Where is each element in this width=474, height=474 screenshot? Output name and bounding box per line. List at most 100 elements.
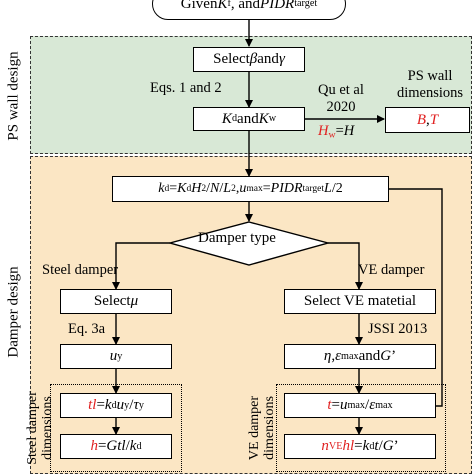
ve-dims-label: VE damper dimensions <box>247 396 277 460</box>
ps-dims-box: B, T <box>385 107 470 133</box>
t-slash: / <box>365 397 370 413</box>
f-eq1: = <box>169 181 178 196</box>
hw-sub: w <box>328 129 336 141</box>
uy-u: u <box>109 348 118 364</box>
qu-reference: Qu et al 2020 <box>318 82 364 116</box>
tl-k: k <box>104 397 112 413</box>
f-L2: L <box>324 181 332 196</box>
nve-hl: hl <box>342 438 355 454</box>
hw-eq: = <box>335 123 344 139</box>
f-pidr: PIDR <box>270 181 303 196</box>
h-eq: = <box>97 438 107 454</box>
t-eps: ε <box>369 397 376 413</box>
ps-dim-sep: , <box>426 111 430 128</box>
f-K: K <box>177 181 187 196</box>
start-prefix: Given <box>180 0 218 12</box>
ve-damper-label: VE damper <box>358 262 425 278</box>
h-k: k <box>129 438 137 454</box>
eta-and: and <box>358 348 381 364</box>
gamma-symbol: γ <box>278 51 285 67</box>
steel-dims-line2: dimensions <box>40 396 55 460</box>
select-beta-prefix: Select <box>213 51 250 67</box>
select-ve-material-box: Select VE matetial <box>284 289 436 314</box>
kd-kw-and: and <box>237 110 259 127</box>
eps-symbol: ε <box>335 348 342 364</box>
nve-g-prime: ’ <box>393 438 399 454</box>
t-eq: = <box>331 397 340 413</box>
f-tail: /2 <box>331 181 343 196</box>
jssi-label: JSSI 2013 <box>368 321 428 337</box>
qu-line1: Qu et al <box>318 82 364 98</box>
tl-u: u <box>116 397 125 413</box>
nve-k: k <box>362 438 370 454</box>
ve-dims-group <box>276 384 446 472</box>
f-N: N <box>210 181 220 196</box>
start-k: K <box>217 0 228 12</box>
nve-t: t <box>374 438 379 454</box>
eqs-label: Eqs. 1 and 2 <box>150 80 222 96</box>
eta-comma: , <box>331 348 336 364</box>
g-symbol: G <box>380 348 392 364</box>
nve-slash: / <box>378 438 383 454</box>
select-mu-prefix: Select <box>93 293 131 309</box>
steel-dims-line1: Steel damper <box>25 391 40 465</box>
h-lhs: h <box>90 438 98 454</box>
steel-dims-group <box>50 384 182 472</box>
select-beta-gamma-box: Select β and γ <box>193 47 305 72</box>
f-slash2: / <box>219 181 224 196</box>
ps-dim-b: B <box>416 111 427 128</box>
hw-h: H <box>318 123 329 139</box>
arrow-decision-to-select-mu <box>112 242 170 290</box>
f-slash1: / <box>206 181 211 196</box>
eta-symbol: η <box>323 348 332 364</box>
eq3a-label: Eq. 3a <box>68 321 106 337</box>
ps-dim-t: T <box>429 111 439 128</box>
steel-dims-label: Steel damper dimensions <box>25 391 55 464</box>
nve-n: n <box>321 438 329 454</box>
f-u: u <box>239 181 247 196</box>
steel-damper-label: Steel damper <box>42 262 119 278</box>
ve-dims-line1: VE damper <box>247 395 262 461</box>
select-beta-and: and <box>257 51 279 67</box>
select-mu-box: Select μ <box>60 289 172 314</box>
beta-symbol: β <box>249 51 258 67</box>
tl-eq: = <box>96 397 105 413</box>
nve-g: G <box>382 438 394 454</box>
arrow-decision-to-select-ve <box>328 242 363 290</box>
hw-rhs: H <box>343 123 355 139</box>
qu-line2: 2020 <box>326 99 356 115</box>
start-pidr: PIDR <box>260 0 295 12</box>
f-comma: , <box>235 181 240 196</box>
decision-diamond-shape <box>167 221 331 266</box>
damper-design-panel <box>30 156 472 474</box>
kw-k: K <box>258 110 269 127</box>
kd-k: K <box>221 110 232 127</box>
start-mid: , and <box>230 0 261 12</box>
ve-dims-line2: dimensions <box>262 396 277 460</box>
h-rhs: Gtl <box>106 438 126 454</box>
f-L: L <box>223 181 232 196</box>
tl-tau: τ <box>133 397 139 413</box>
f-eq2: = <box>262 181 271 196</box>
ps-dims-line2: dimensions <box>396 85 464 101</box>
t-lhs: t <box>327 397 332 413</box>
tl-lhs: tl <box>88 397 97 413</box>
mu-symbol: μ <box>130 293 139 309</box>
f-k: k <box>158 181 165 196</box>
ps-dims-label: PS wall dimensions <box>388 68 472 102</box>
decision-label: Damper type <box>198 230 276 246</box>
nve-eq: = <box>354 438 363 454</box>
ps-dims-line1: PS wall <box>407 68 453 84</box>
g-prime: ’ <box>391 348 397 364</box>
f-H: H <box>191 181 202 196</box>
